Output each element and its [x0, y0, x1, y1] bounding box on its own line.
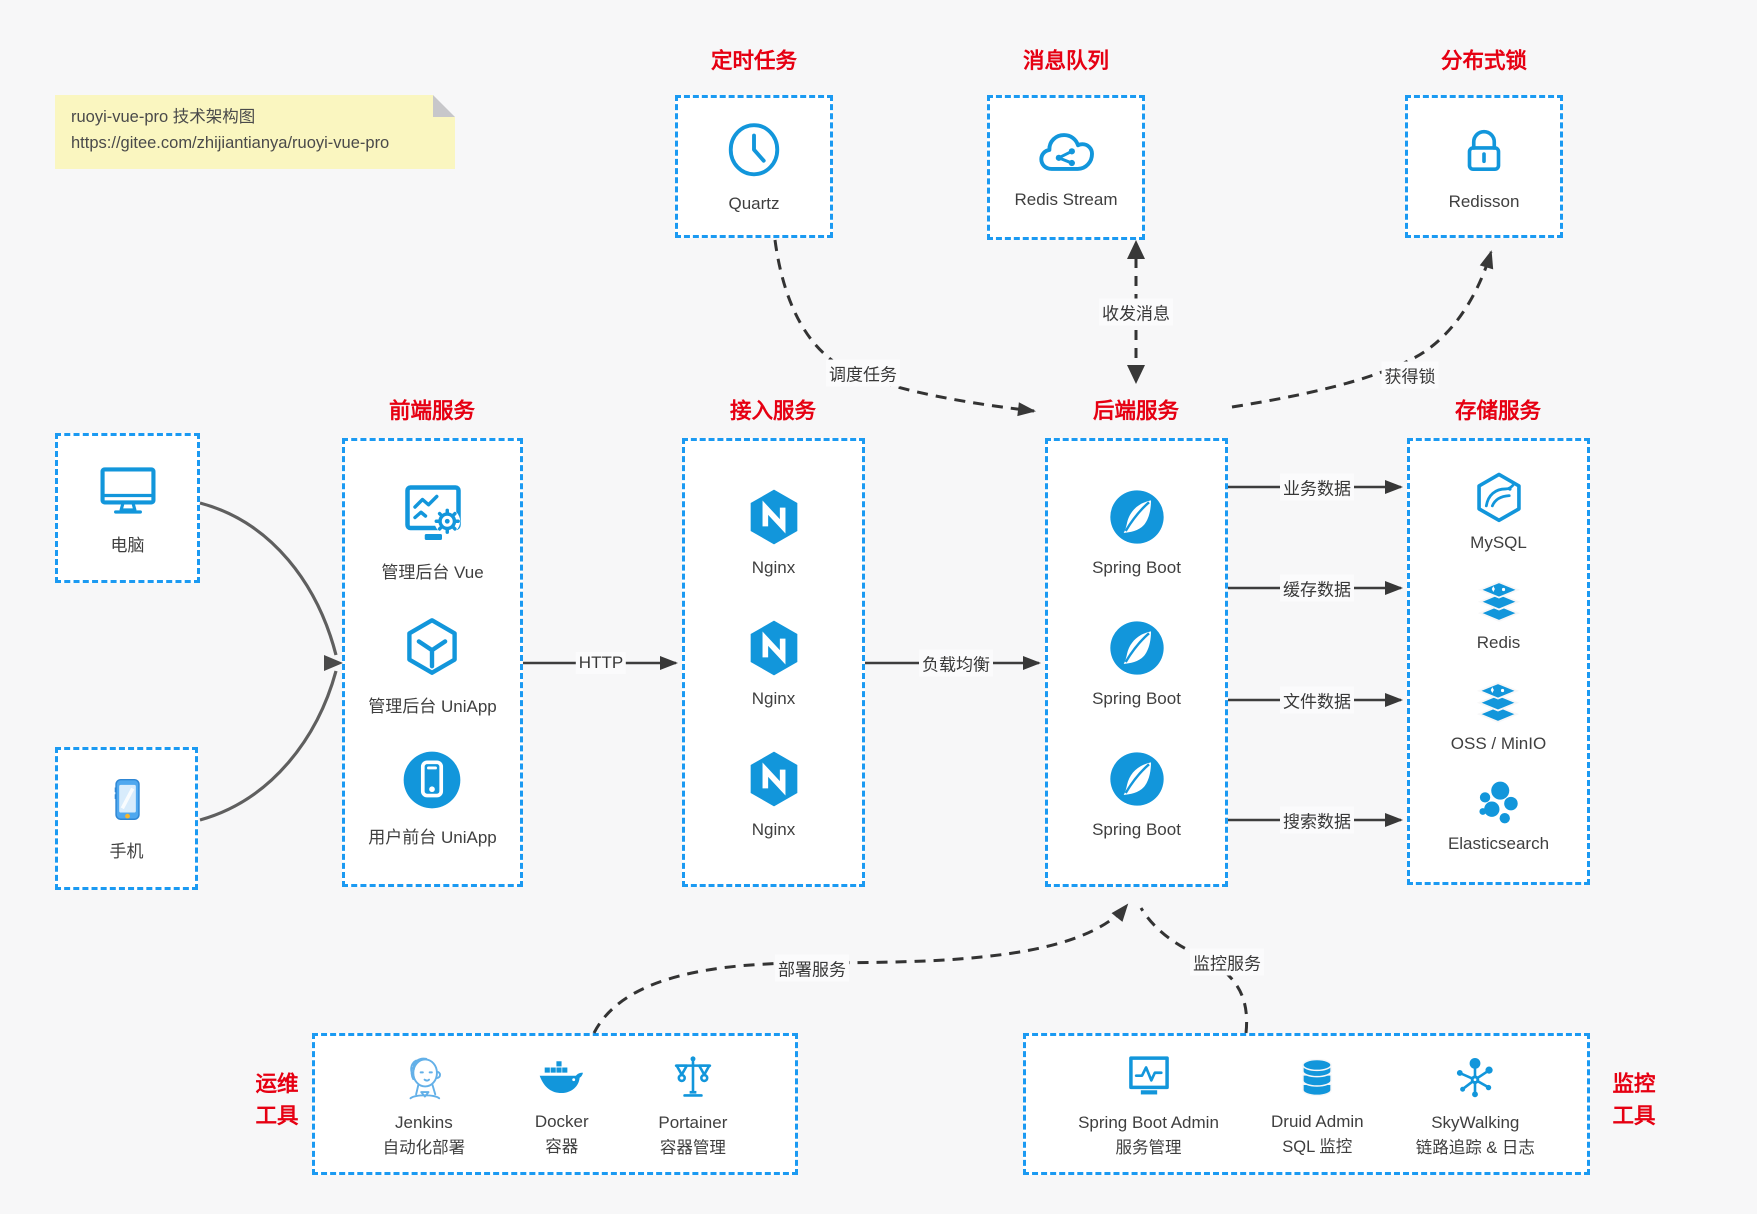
storage-item-redis: Redis: [1471, 577, 1527, 653]
nginx-icon: [742, 485, 806, 549]
redisson-box: Redisson: [1405, 95, 1563, 238]
access-services-box: Nginx Nginx Nginx: [682, 438, 865, 887]
storage-item-oss-minio: OSS / MinIO: [1451, 678, 1546, 754]
edge-label-monitor: 监控服务: [1190, 948, 1264, 976]
druid-database-icon: [1292, 1052, 1342, 1104]
desktop-icon: [95, 461, 161, 519]
edge-label-biz-data: 业务数据: [1280, 473, 1354, 501]
ops-item-docker: Docker 容器: [533, 1052, 591, 1157]
title-scheduled-tasks: 定时任务: [710, 49, 798, 73]
pc-to-frontend-curve: [199, 501, 338, 656]
user-uniapp-icon: [398, 746, 466, 814]
spring-boot-icon: [1105, 747, 1169, 811]
title-access-services: 接入服务: [729, 399, 817, 423]
redisson-label: Redisson: [1448, 191, 1520, 211]
mysql-icon: [1470, 469, 1528, 527]
redis-stream-box: Redis Stream: [987, 95, 1145, 240]
title-storage-services: 存储服务: [1454, 399, 1542, 423]
monitor-item-druid: Druid Admin SQL 监控: [1271, 1052, 1364, 1157]
frontend-item-admin-vue: 管理后台 Vue: [381, 477, 484, 583]
backend-item-spring-2: Spring Boot: [1092, 616, 1181, 709]
title-backend-services: 后端服务: [1092, 399, 1180, 423]
frontend-services-box: 管理后台 Vue 管理后台 UniApp 用户前台 UniApp: [342, 438, 523, 887]
quartz-box: Quartz: [675, 95, 833, 238]
phone-client-box: 手机: [55, 747, 198, 890]
edge-label-file-data: 文件数据: [1280, 686, 1354, 714]
uniapp-cube-icon: [397, 613, 467, 683]
docker-icon: [533, 1052, 591, 1104]
backend-item-spring-1: Spring Boot: [1092, 485, 1181, 578]
edge-label-search-data: 搜索数据: [1280, 806, 1354, 834]
sticky-note: ruoyi-vue-pro 技术架构图 https://gitee.com/zh…: [55, 95, 455, 169]
spring-boot-icon: [1105, 616, 1169, 680]
monitor-item-skywalking: SkyWalking 链路追踪 & 日志: [1416, 1051, 1535, 1158]
admin-vue-icon: [397, 477, 469, 549]
nginx-icon: [742, 616, 806, 680]
edge-label-lock: 获得锁: [1381, 361, 1439, 389]
title-message-queue: 消息队列: [1022, 49, 1110, 73]
storage-item-elasticsearch: Elasticsearch: [1448, 778, 1549, 854]
backend-services-box: Spring Boot Spring Boot Spring Boot: [1045, 438, 1228, 887]
access-item-nginx-1: Nginx: [742, 485, 806, 578]
oss-stack-icon: [1470, 678, 1526, 728]
ops-tools-box: Jenkins 自动化部署 Docker 容器: [312, 1033, 798, 1175]
schedule-task-curve: [773, 239, 1036, 417]
spring-boot-icon: [1105, 485, 1169, 549]
note-title: ruoyi-vue-pro 技术架构图: [71, 108, 256, 126]
edge-label-load-balance: 负载均衡: [919, 649, 993, 677]
phone-to-frontend-curve: [199, 670, 338, 822]
frontend-arrowhead-icon: [324, 655, 343, 671]
title-monitor-tools: 监控 工具: [1612, 1072, 1656, 1129]
monitor-tools-box: Spring Boot Admin 服务管理 Druid Admin SQL 监…: [1023, 1033, 1590, 1175]
monitor-item-sba: Spring Boot Admin 服务管理: [1078, 1051, 1219, 1158]
phone-icon: [102, 775, 152, 825]
phone-label: 手机: [109, 842, 144, 861]
ops-item-portainer: Portainer 容器管理: [658, 1051, 727, 1158]
cloud-mq-icon: [1034, 126, 1098, 178]
message-down-arrowhead-icon: [1127, 365, 1145, 384]
storage-services-box: MySQL Redis: [1407, 438, 1590, 885]
nginx-icon: [742, 747, 806, 811]
redis-stream-label: Redis Stream: [1014, 189, 1118, 209]
note-url: https://gitee.com/zhijiantianya/ruoyi-vu…: [71, 133, 390, 152]
frontend-item-user-uniapp: 用户前台 UniApp: [368, 746, 497, 848]
pc-client-box: 电脑: [55, 433, 200, 583]
edge-label-cache-data: 缓存数据: [1280, 574, 1354, 602]
elasticsearch-icon: [1471, 778, 1525, 828]
spring-boot-admin-icon: [1121, 1051, 1177, 1105]
acquire-lock-curve: [1231, 250, 1494, 409]
title-frontend-services: 前端服务: [388, 399, 476, 423]
access-item-nginx-2: Nginx: [742, 616, 806, 709]
title-ops-tools: 运维 工具: [255, 1072, 299, 1129]
quartz-label: Quartz: [728, 193, 780, 213]
jenkins-icon: [397, 1051, 451, 1105]
deploy-service-curve: [592, 903, 1129, 1034]
frontend-item-admin-uniapp: 管理后台 UniApp: [368, 613, 497, 717]
ops-item-jenkins: Jenkins 自动化部署: [383, 1051, 465, 1158]
title-distributed-lock: 分布式锁: [1440, 49, 1528, 73]
clock-icon: [723, 120, 785, 182]
edge-label-http: HTTP: [575, 652, 627, 674]
pc-label: 电脑: [110, 535, 145, 555]
storage-item-mysql: MySQL: [1470, 469, 1528, 553]
lock-icon: [1455, 122, 1513, 180]
message-up-arrowhead-icon: [1127, 240, 1145, 259]
backend-item-spring-3: Spring Boot: [1092, 747, 1181, 840]
skywalking-icon: [1448, 1051, 1502, 1105]
edge-label-deploy: 部署服务: [775, 954, 849, 982]
redis-stack-icon: [1471, 577, 1527, 627]
access-item-nginx-3: Nginx: [742, 747, 806, 840]
edge-label-schedule: 调度任务: [826, 359, 900, 387]
portainer-icon: [666, 1051, 720, 1105]
edge-label-message: 收发消息: [1099, 298, 1173, 326]
